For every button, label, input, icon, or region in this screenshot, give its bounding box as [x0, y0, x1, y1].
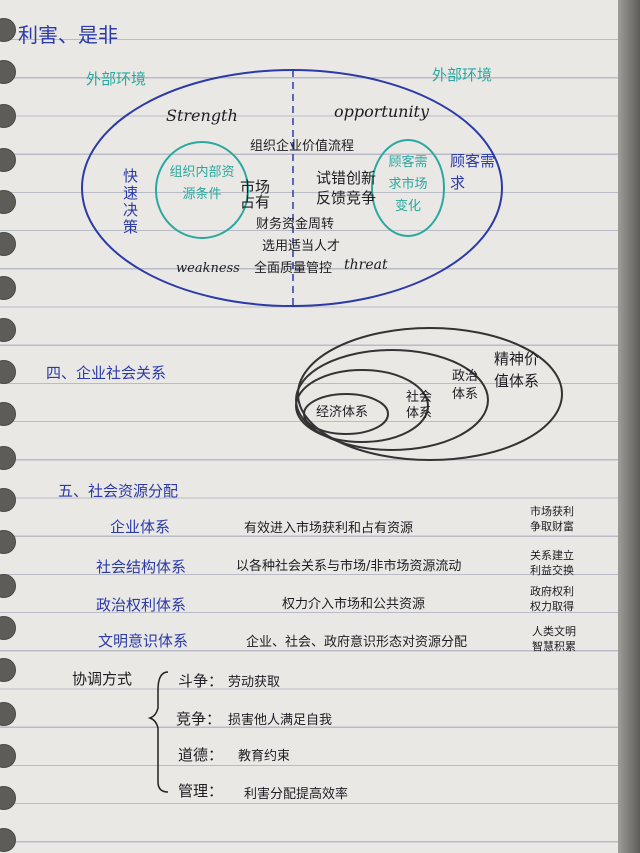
- page-edge: [618, 0, 640, 853]
- swot-oval: [81, 69, 503, 307]
- internal-resources-label: 组织内部资源条件: [169, 165, 235, 202]
- market-share-text: 市场占有: [240, 178, 271, 211]
- quick-decide-label: 快速决策: [121, 168, 139, 236]
- row-note: 市场获利 争取财富: [530, 505, 574, 533]
- market-note-label: 顾客需求市场变化: [388, 155, 428, 214]
- circle-economy: [303, 393, 389, 435]
- threat-label: threat: [344, 257, 388, 273]
- coordination-key: 斗争：: [178, 672, 224, 690]
- quality-line: 全面质量管控: [254, 261, 333, 276]
- external-env-left: 外部环境: [86, 70, 147, 88]
- row-desc: 企业、社会、政府意识形态对资源分配: [246, 635, 468, 650]
- circle-spirit: [297, 327, 563, 461]
- customer-label: 顾客需求: [450, 152, 496, 192]
- section4-heading: 四、企业社会关系: [46, 364, 167, 382]
- row-desc: 以各种社会关系与市场/非市场资源流动: [236, 559, 462, 574]
- coordination-value: 教育约束: [238, 749, 291, 764]
- circle-spirit-label: 精神价值体系: [494, 350, 540, 390]
- row-note: 人类文明 智慧积累: [532, 625, 576, 653]
- coordination-label: 协调方式: [72, 670, 133, 688]
- trial-feedback-text: 试错反馈: [316, 169, 347, 207]
- row-name: 政治权利体系: [96, 596, 187, 614]
- coordination-bracket: [147, 671, 169, 793]
- opportunity-label: opportunity: [334, 102, 430, 121]
- strength-label: Strength: [166, 106, 238, 125]
- coordination-value: 利害分配提高效率: [244, 787, 349, 802]
- circle-politics-label: 政治体系: [452, 369, 479, 402]
- circle-society: [295, 369, 429, 443]
- section5-heading: 五、社会资源分配: [58, 482, 179, 500]
- row-name: 社会结构体系: [96, 558, 187, 576]
- row-note: 关系建立 利益交换: [530, 549, 574, 577]
- coordination-key: 道德：: [178, 746, 224, 764]
- coordination-value: 劳动获取: [228, 675, 281, 690]
- talent-line: 选用适当人才: [262, 239, 341, 254]
- row-name: 文明意识体系: [98, 632, 189, 650]
- internal-resources-circle: [155, 141, 249, 239]
- market-note-circle: [371, 139, 445, 237]
- row-desc: 有效进入市场获利和占有资源: [244, 521, 414, 536]
- circle-society-label: 社会体系: [406, 390, 433, 421]
- weakness-label: weakness: [176, 261, 240, 276]
- row-desc: 权力介入市场和公共资源: [282, 597, 426, 612]
- row-name: 企业体系: [110, 518, 171, 536]
- page-title: 利害、是非: [18, 23, 118, 47]
- coordination-value: 损害他人满足自我: [228, 713, 333, 728]
- coordination-key: 竞争：: [176, 710, 222, 728]
- external-env-right: 外部环境: [432, 66, 493, 84]
- row-note: 政府权利 权力取得: [530, 585, 574, 613]
- finance-line: 财务资金周转: [256, 217, 335, 232]
- value-chain-line: 组织企业价值流程: [250, 139, 355, 154]
- coordination-key: 管理：: [178, 782, 224, 800]
- innovation-text: 创新竞争: [346, 169, 377, 207]
- circle-economy-label: 经济体系: [316, 405, 369, 420]
